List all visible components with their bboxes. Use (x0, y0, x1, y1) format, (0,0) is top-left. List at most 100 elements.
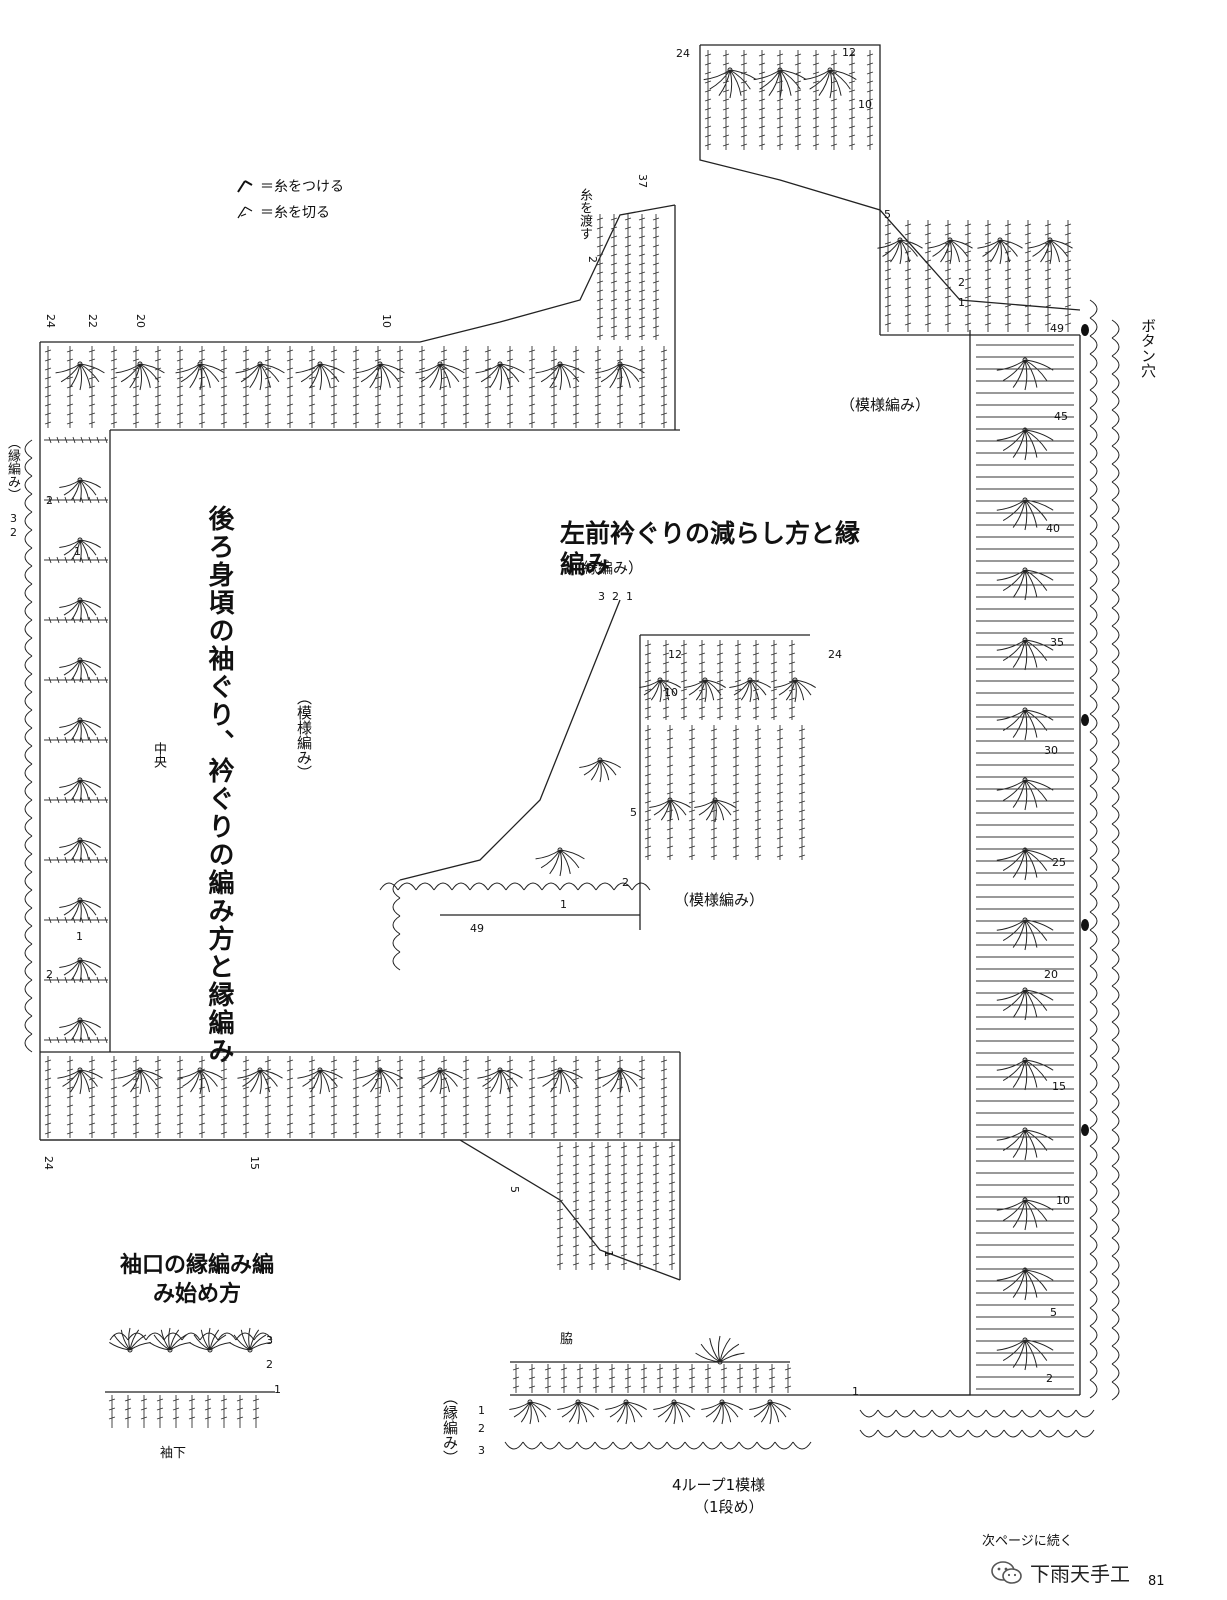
stitch-mark (904, 322, 912, 326)
stitch-mark (638, 298, 646, 302)
stitch-mark (528, 1086, 536, 1090)
stitch-mark (770, 670, 778, 674)
stitch-mark (710, 836, 718, 840)
stitch-mark (768, 1385, 776, 1389)
stitch-mark (924, 223, 932, 227)
stitch-mark (680, 661, 688, 665)
stitch-mark (672, 1385, 680, 1389)
stitch-mark (644, 661, 652, 665)
fan-petal (1024, 1269, 1028, 1301)
stitch-mark (758, 53, 766, 57)
stitch-mark (110, 385, 118, 389)
stitch-mark (776, 800, 784, 804)
stitch-mark (204, 1416, 212, 1420)
stitch-mark (220, 1086, 228, 1090)
stitch-mark (904, 259, 912, 263)
stitch-mark (110, 1131, 118, 1135)
scallop (1111, 1327, 1120, 1347)
fan-base (1022, 1197, 1028, 1203)
stitch-mark (596, 307, 604, 311)
stitch-mark (48, 616, 52, 624)
stitch-mark (66, 367, 74, 371)
stitch-mark (798, 800, 806, 804)
scallop (1089, 1307, 1098, 1327)
scallop (1111, 571, 1120, 591)
stitch-mark (550, 385, 558, 389)
stitch-mark (848, 71, 856, 75)
fan-petal (1024, 989, 1054, 1001)
scallop (1089, 1019, 1098, 1039)
stitch-mark (440, 385, 448, 389)
stitch-mark (594, 1095, 602, 1099)
stitch-mark (652, 1208, 660, 1212)
stitch-mark (220, 367, 228, 371)
stitch-mark (758, 143, 766, 147)
stitch-mark (704, 53, 712, 57)
row-number: 1 (478, 1404, 485, 1417)
fan-petal (695, 1352, 721, 1363)
row-number: 24 (676, 47, 690, 60)
stitch-mark (924, 295, 932, 299)
stitch-mark (812, 71, 820, 75)
stitch-mark (620, 1163, 628, 1167)
stitch-mark (462, 367, 470, 371)
stitch-mark (668, 1199, 676, 1203)
scallop (1089, 947, 1098, 967)
stitch-mark (636, 1154, 644, 1158)
stitch-mark (72, 976, 76, 984)
stitch-mark (44, 1059, 52, 1063)
scallop (523, 882, 543, 891)
fan-petal (259, 1069, 283, 1079)
scallop (1089, 803, 1098, 823)
fan-base (727, 67, 733, 73)
stitch-mark (252, 1398, 260, 1402)
stitch-mark (512, 1367, 520, 1371)
stitch-mark (604, 1235, 612, 1239)
scallop (702, 1441, 722, 1450)
scallop (1089, 1181, 1098, 1201)
stitch-mark (220, 1398, 228, 1402)
scallop (1075, 1429, 1095, 1438)
fan-petal (719, 1343, 740, 1363)
stitch-mark (636, 1172, 644, 1176)
scallop (392, 879, 401, 899)
fan-petal (233, 1334, 251, 1351)
scallop (24, 997, 33, 1017)
stitch-mark (830, 107, 838, 111)
stitch-mark (904, 232, 912, 236)
stitch-mark (610, 307, 618, 311)
stitch-mark (66, 1077, 74, 1081)
stitch-mark (668, 1262, 676, 1266)
stitch-mark (484, 1095, 492, 1099)
fan-base (792, 677, 798, 683)
stitch-mark (108, 1416, 116, 1420)
stitch-mark (770, 679, 778, 683)
fan-base (557, 361, 563, 367)
fan-base (719, 1399, 725, 1405)
stitch-mark (710, 746, 718, 750)
stitch-mark (830, 89, 838, 93)
stitch-mark (722, 143, 730, 147)
stitch-mark (1024, 304, 1032, 308)
scallop (24, 565, 33, 585)
scallop (1089, 623, 1098, 643)
stitch-mark (154, 1095, 162, 1099)
stitch-mark (440, 421, 448, 425)
stitch-mark (732, 818, 740, 822)
stitch-mark (88, 976, 92, 984)
stitch-mark (798, 854, 806, 858)
stitch-mark (752, 670, 760, 674)
stitch-mark (308, 358, 316, 362)
scallop (1111, 769, 1120, 789)
stitch-mark (556, 1244, 564, 1248)
fan-petal (1012, 1269, 1026, 1298)
fan-petal (79, 719, 97, 736)
scallop (1089, 461, 1098, 481)
stitch-mark (572, 1235, 580, 1239)
fan-petal (1024, 1199, 1048, 1221)
stitch-mark (660, 1059, 668, 1063)
chart-outline (700, 44, 881, 335)
stitch-mark (132, 358, 140, 362)
stitch-mark (80, 676, 84, 684)
stitch-mark (1064, 250, 1072, 254)
